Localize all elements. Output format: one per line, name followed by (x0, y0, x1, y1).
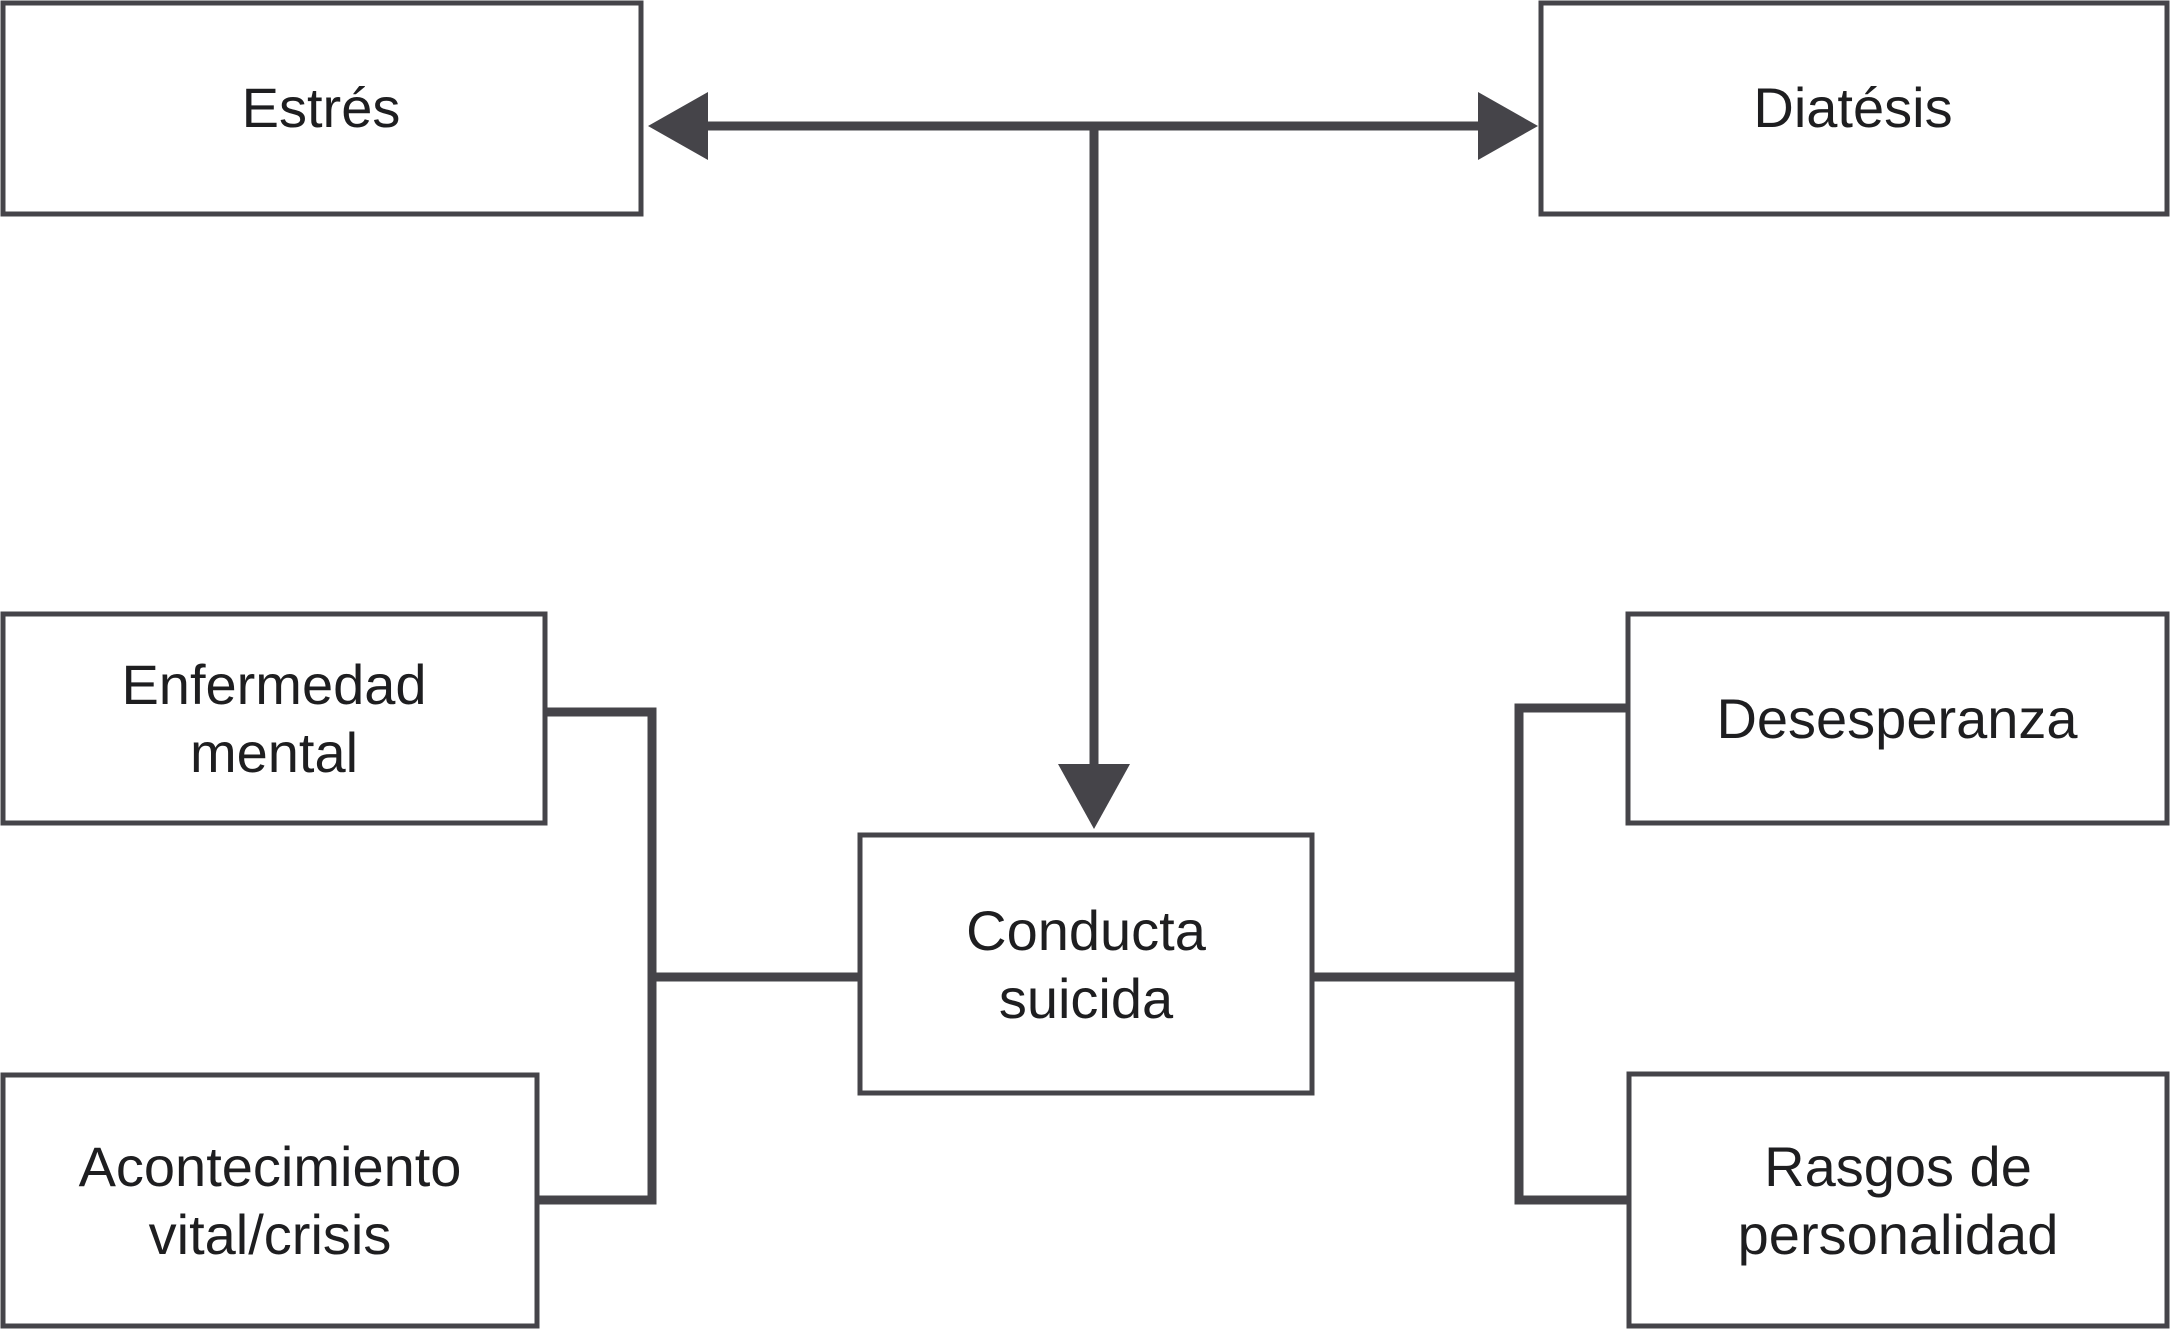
box-enfermedad-mental-border (0, 611, 548, 826)
box-conducta-suicida-border (857, 832, 1315, 1096)
left-bracket-connector (537, 707, 860, 1205)
box-acontecimiento-vital-border (0, 1072, 540, 1329)
box-enfermedad-mental: Enfermedad mental (0, 611, 548, 826)
box-rasgos-personalidad-label-line1: Rasgos de (1764, 1135, 2032, 1198)
box-enfermedad-mental-label-line1: Enfermedad (121, 653, 426, 716)
box-acontecimiento-vital-label-line1: Acontecimiento (79, 1135, 462, 1198)
double-arrow-right-head-icon (1478, 92, 1538, 160)
box-conducta-suicida-label-line1: Conducta (966, 899, 1207, 962)
box-diatesis-label: Diatésis (1753, 76, 1952, 139)
box-enfermedad-mental-label-line2: mental (190, 721, 358, 784)
box-diatesis: Diatésis (1538, 0, 2170, 217)
box-acontecimiento-vital-label-line2: vital/crisis (149, 1203, 392, 1266)
box-diatesis-border (1538, 0, 2170, 217)
box-rasgos-personalidad-label-line2: personalidad (1738, 1203, 2059, 1266)
box-estres: Estrés (0, 0, 644, 217)
double-arrow-left-head-icon (648, 92, 708, 160)
interaction-down-arrow (1058, 126, 1130, 829)
down-arrow-head-icon (1058, 764, 1130, 829)
box-conducta-suicida-label-line2: suicida (999, 967, 1174, 1030)
box-rasgos-personalidad: Rasgos de personalidad (1626, 1071, 2170, 1329)
box-acontecimiento-vital: Acontecimiento vital/crisis (0, 1072, 540, 1329)
box-desesperanza-border (1625, 611, 2170, 826)
box-desesperanza: Desesperanza (1625, 611, 2170, 826)
box-estres-border (0, 0, 644, 217)
box-desesperanza-label: Desesperanza (1716, 687, 2078, 750)
box-conducta-suicida: Conducta suicida (857, 832, 1315, 1096)
box-estres-label: Estrés (242, 76, 401, 139)
box-rasgos-personalidad-border (1626, 1071, 2170, 1329)
right-bracket-connector (1312, 703, 1629, 1205)
